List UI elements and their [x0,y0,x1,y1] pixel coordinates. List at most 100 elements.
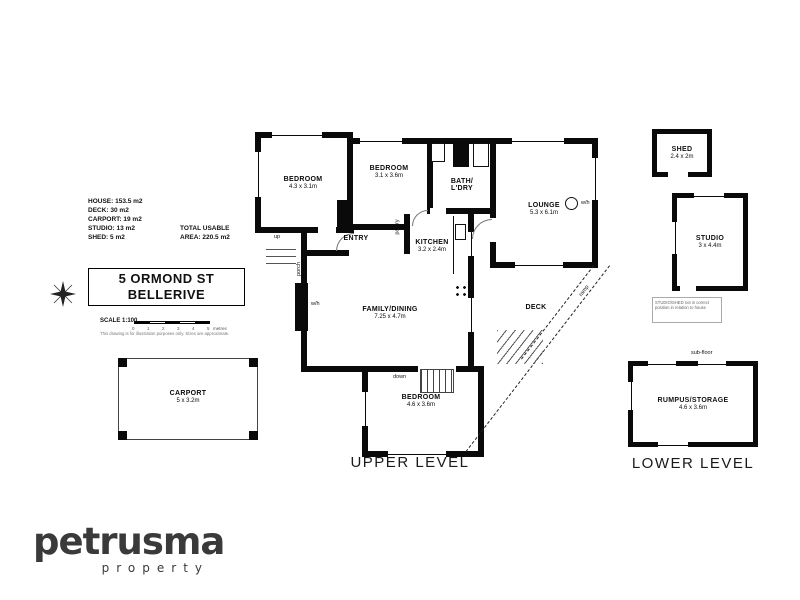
steps [266,246,296,264]
studio-outline: STUDIO 3 x 4.4m [672,193,748,291]
room-label-lounge: LOUNGE 5.3 x 6.1m [528,202,560,216]
deck-stairs [497,330,543,364]
note-box: STUDIO/SHED not in correct position in r… [652,297,722,323]
room-label-bedroom-3: BEDROOM 4.6 x 3.6m [401,394,441,408]
wall [348,138,598,144]
wardrobe [295,283,308,331]
stat-house: HOUSE: 153.5 m2 [88,198,143,205]
door-gap [318,227,336,233]
door-arc [412,210,428,226]
annotation-porch: porch [295,262,302,276]
window [672,222,677,254]
shower [453,142,469,167]
logo-tagline: property [101,561,209,575]
stat-deck: DECK: 30 m2 [88,207,129,214]
wall [404,214,410,254]
scale-label: SCALE 1:100 [100,318,138,324]
door-gap [668,172,688,177]
annotation-up: up [274,234,281,240]
window [388,451,446,457]
total-area: TOTAL USABLE AREA: 220.5 m2 [180,224,230,242]
carport-post [249,431,258,440]
bathtub [473,143,489,167]
toilet [431,143,445,162]
logo: petrusma property [33,520,225,576]
window [698,361,726,366]
room-label-bedroom-1: BEDROOM 4.3 x 3.1m [283,176,323,190]
stat-shed: SHED: 5 m2 [88,234,125,241]
window [515,262,563,268]
window [468,232,474,256]
wall [478,366,484,457]
wall [307,250,349,256]
water-heater-icon [565,197,578,210]
window [360,138,402,144]
scale-tick: 0 [132,326,135,331]
lower-level-label: LOWER LEVEL [631,455,755,472]
room-label-carport: CARPORT 5 x 3.2m [169,390,207,404]
window [255,152,261,197]
stat-carport: CARPORT: 19 m2 [88,216,142,223]
rumpus-outline: RUMPUS/STORAGE 4.6 x 3.6m [628,361,758,447]
stat-studio: STUDIO: 13 m2 [88,225,135,232]
logo-name: petrusma [33,520,225,563]
scale-tick: 4 [192,326,195,331]
annotation-down: down [393,374,407,380]
window [468,298,474,332]
scale-tick: 2 [162,326,165,331]
scale-tick: 1 [147,326,150,331]
window [658,442,688,447]
wall [301,366,484,372]
door-gap [680,286,696,291]
address-line2: BELLERIVE [127,287,206,302]
window [512,138,564,144]
carport-post [118,431,127,440]
window [648,361,676,366]
door-gap [430,208,446,214]
scale-tick: 5 [207,326,210,331]
wall [427,208,496,214]
wall [301,227,307,261]
door-arc [472,219,492,239]
scale-tick: 3 [177,326,180,331]
total-area-value: AREA: 220.5 m2 [180,234,230,241]
window [694,193,724,198]
wall [592,138,598,268]
shed-outline: SHED 2.4 x 2m [652,129,712,177]
window [362,392,368,426]
room-label-bedroom-2: BEDROOM 3.1 x 3.6m [369,165,409,179]
wall [427,138,433,214]
wall [490,138,496,218]
wall [490,242,496,268]
scale-note: This drawing is for illustration purpose… [100,331,230,336]
robe [337,200,348,228]
scale-bar [134,321,210,324]
room-label-entry: ENTRY [343,235,369,242]
room-label-kitchen: KITCHEN 3.2 x 2.4m [415,239,449,253]
carport-outline [118,358,258,440]
sink [455,224,466,240]
carport-post [118,358,127,367]
area-stats: HOUSE: 153.5 m2 DECK: 30 m2 CARPORT: 19 … [88,197,143,242]
compass-icon [50,281,76,312]
window [272,132,322,138]
scale-unit: metres [213,326,227,331]
room-label-family-dining: FAMILY/DINING 7.25 x 4.7m [362,306,418,320]
annotation-wh: w/h [311,301,320,307]
wall [468,208,474,372]
total-area-label: TOTAL USABLE [180,225,230,232]
annotation-subfloor: sub-floor [691,350,713,356]
wall [347,138,353,233]
stove [454,284,468,298]
upper-level-label: UPPER LEVEL [350,454,470,471]
address-line1: 5 ORMOND ST [118,271,215,286]
address-box: 5 ORMOND ST BELLERIVE [88,268,245,306]
window [592,158,598,200]
window [628,382,633,410]
carport-post [249,358,258,367]
room-label-deck: DECK [525,304,547,311]
annotation-wh: w/h [581,200,590,206]
annotation-pantry: pantry [394,219,401,235]
stairs-down [420,369,454,393]
